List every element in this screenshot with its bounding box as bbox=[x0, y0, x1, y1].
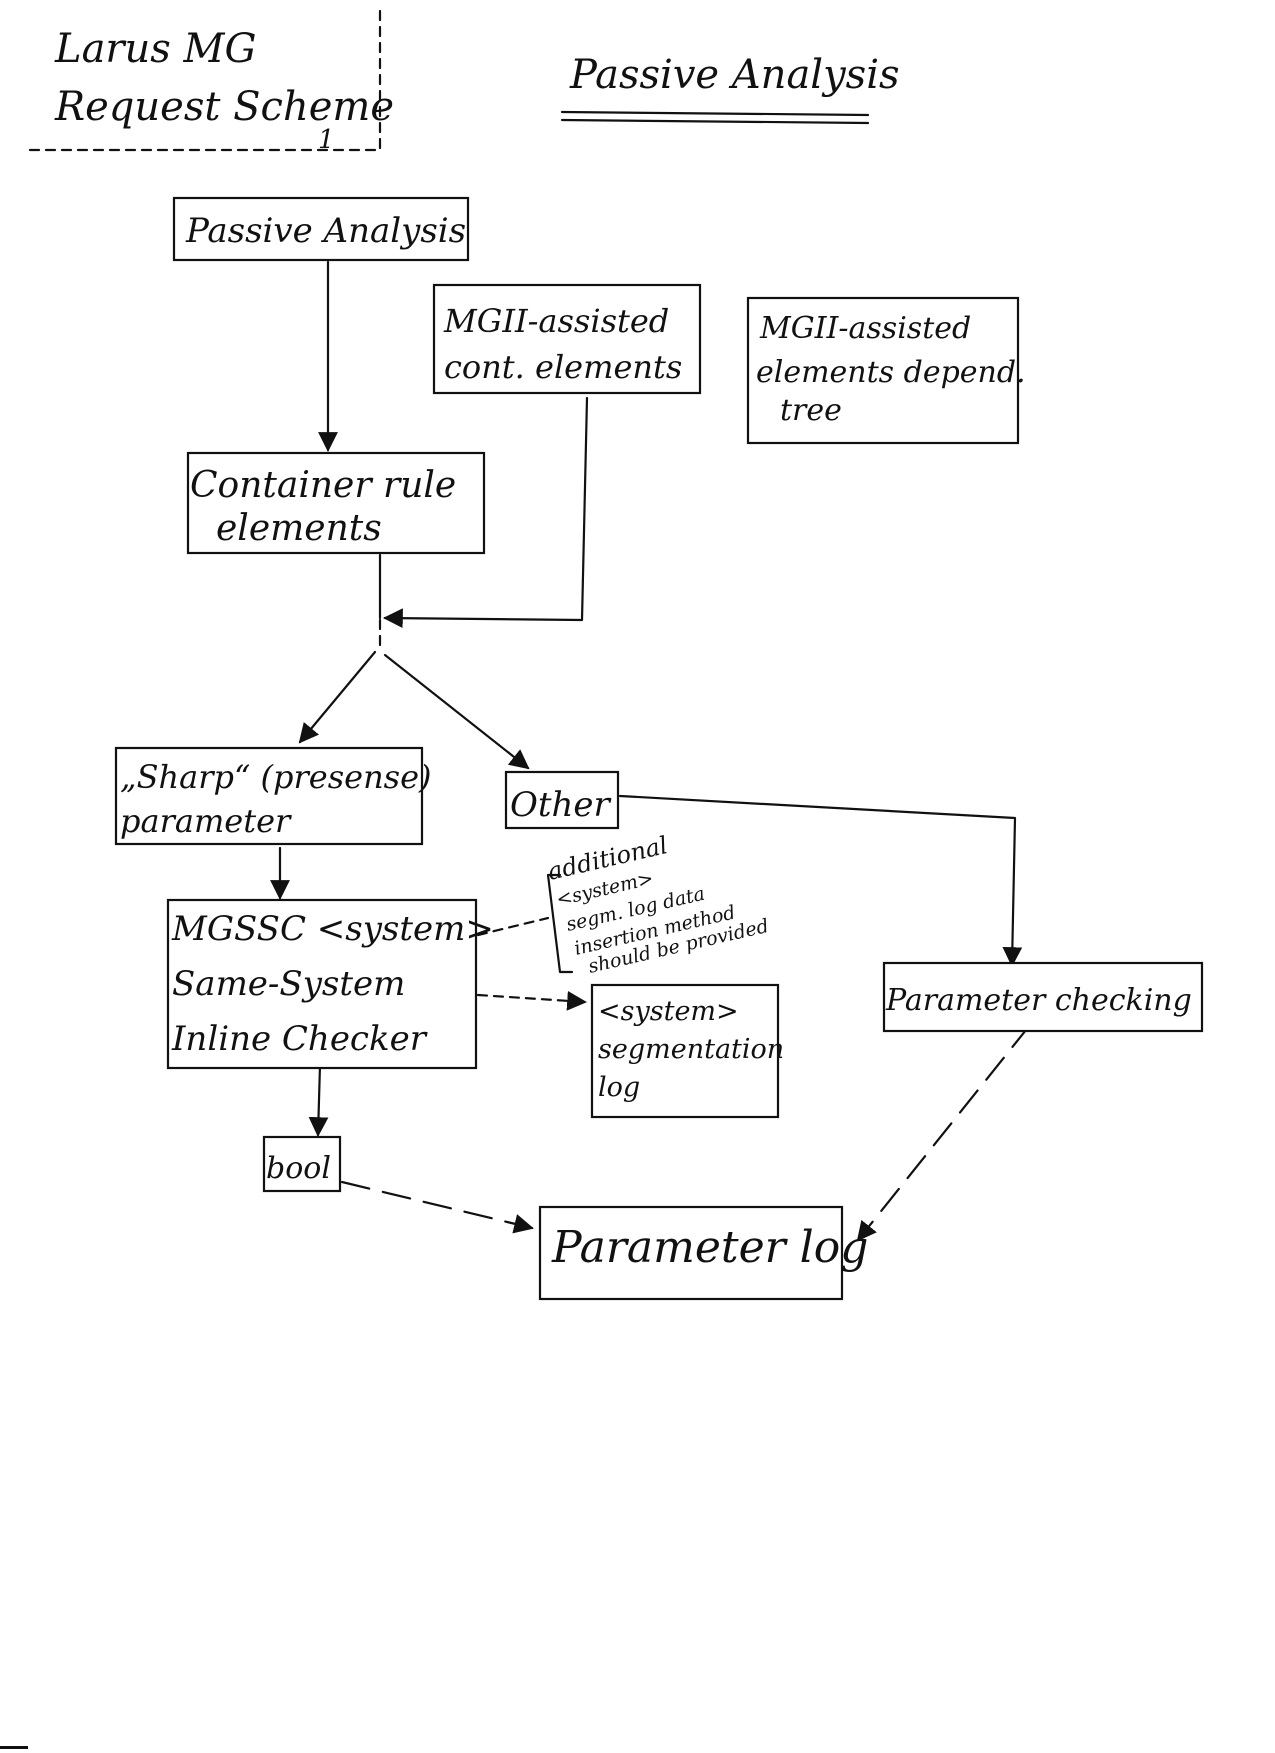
scan-corner-mark bbox=[0, 1746, 28, 1749]
node-bool-line-1: bool bbox=[266, 1151, 331, 1186]
edge-merge-to-sharp bbox=[298, 650, 377, 744]
node-paramlog-line-1: Parameter log bbox=[551, 1222, 868, 1273]
node-seglog-line-3: log bbox=[598, 1072, 640, 1103]
page-title-underline-2 bbox=[560, 118, 870, 125]
node-passive-analysis: Passive Analysis bbox=[172, 196, 470, 262]
node-seglog-line-2: segmentation bbox=[598, 1034, 784, 1065]
node-bool: bool bbox=[262, 1135, 342, 1193]
node-mgii-dependency-tree: MGII-assisted elements depend. tree bbox=[746, 296, 1026, 445]
edge-mgii-to-merge bbox=[383, 396, 589, 629]
edge-mgssc-to-seglog bbox=[476, 990, 587, 1011]
node-container-rule-elements: Container rule elements bbox=[186, 451, 486, 555]
scheme-title-line-2: Request Scheme bbox=[54, 84, 394, 130]
page-title-underline-1 bbox=[560, 110, 870, 117]
node-mgii-cont-elements: MGII-assisted cont. elements bbox=[432, 283, 702, 395]
edge-other-to-checking bbox=[618, 794, 1023, 967]
node-mgssc-line-2: Same-System bbox=[172, 964, 405, 1004]
node-mgssc: MGSSC <system> Same-System Inline Checke… bbox=[166, 898, 494, 1070]
page-title-text: Passive Analysis bbox=[569, 52, 900, 98]
node-mgii-cont-line-2: cont. elements bbox=[444, 348, 682, 386]
node-mgii-dep-line-2: elements depend. bbox=[756, 355, 1026, 390]
edge-checking-to-paramlog bbox=[856, 1023, 1032, 1242]
edge-mgssc-to-note bbox=[476, 916, 550, 937]
node-parameter-log: Parameter log bbox=[538, 1205, 868, 1301]
node-other: Other bbox=[504, 770, 620, 830]
node-segmentation-log: <system> segmentation log bbox=[590, 983, 784, 1119]
scheme-number: 1 bbox=[318, 125, 335, 155]
scheme-title-line-1: Larus MG bbox=[54, 26, 256, 72]
node-checking-line-1: Parameter checking bbox=[885, 983, 1192, 1018]
node-mgii-cont-line-1: MGII-assisted bbox=[443, 302, 669, 340]
node-mgii-dep-line-3: tree bbox=[780, 393, 842, 428]
node-mgssc-line-1: MGSSC <system> bbox=[171, 909, 494, 949]
node-container-line-2: elements bbox=[216, 508, 382, 549]
node-sharp-line-2: parameter bbox=[120, 802, 292, 840]
node-container-line-1: Container rule bbox=[190, 465, 456, 506]
connectors bbox=[270, 260, 1032, 1242]
node-mgii-dep-line-1: MGII-assisted bbox=[759, 311, 971, 346]
note-mgssc: additional <system> segm. log data inser… bbox=[545, 831, 771, 978]
node-sharp-line-1: „Sharp“ (presense) bbox=[120, 758, 432, 796]
node-sharp-parameter: „Sharp“ (presense) parameter bbox=[114, 746, 432, 846]
edge-bool-to-paramlog bbox=[340, 1180, 534, 1234]
node-other-line-1: Other bbox=[510, 785, 612, 825]
scheme-title-block: Larus MG Request Scheme 1 bbox=[28, 3, 394, 155]
edge-merge-to-other bbox=[383, 653, 530, 770]
node-parameter-checking: Parameter checking bbox=[882, 961, 1204, 1033]
scheme-title-frame bbox=[28, 3, 382, 152]
node-passive-analysis-line-1: Passive Analysis bbox=[185, 211, 466, 251]
node-seglog-line-1: <system> bbox=[598, 996, 739, 1027]
node-mgssc-line-3: Inline Checker bbox=[171, 1019, 428, 1059]
page-title: Passive Analysis bbox=[560, 52, 900, 125]
edge-mgssc-to-bool bbox=[308, 1063, 329, 1137]
